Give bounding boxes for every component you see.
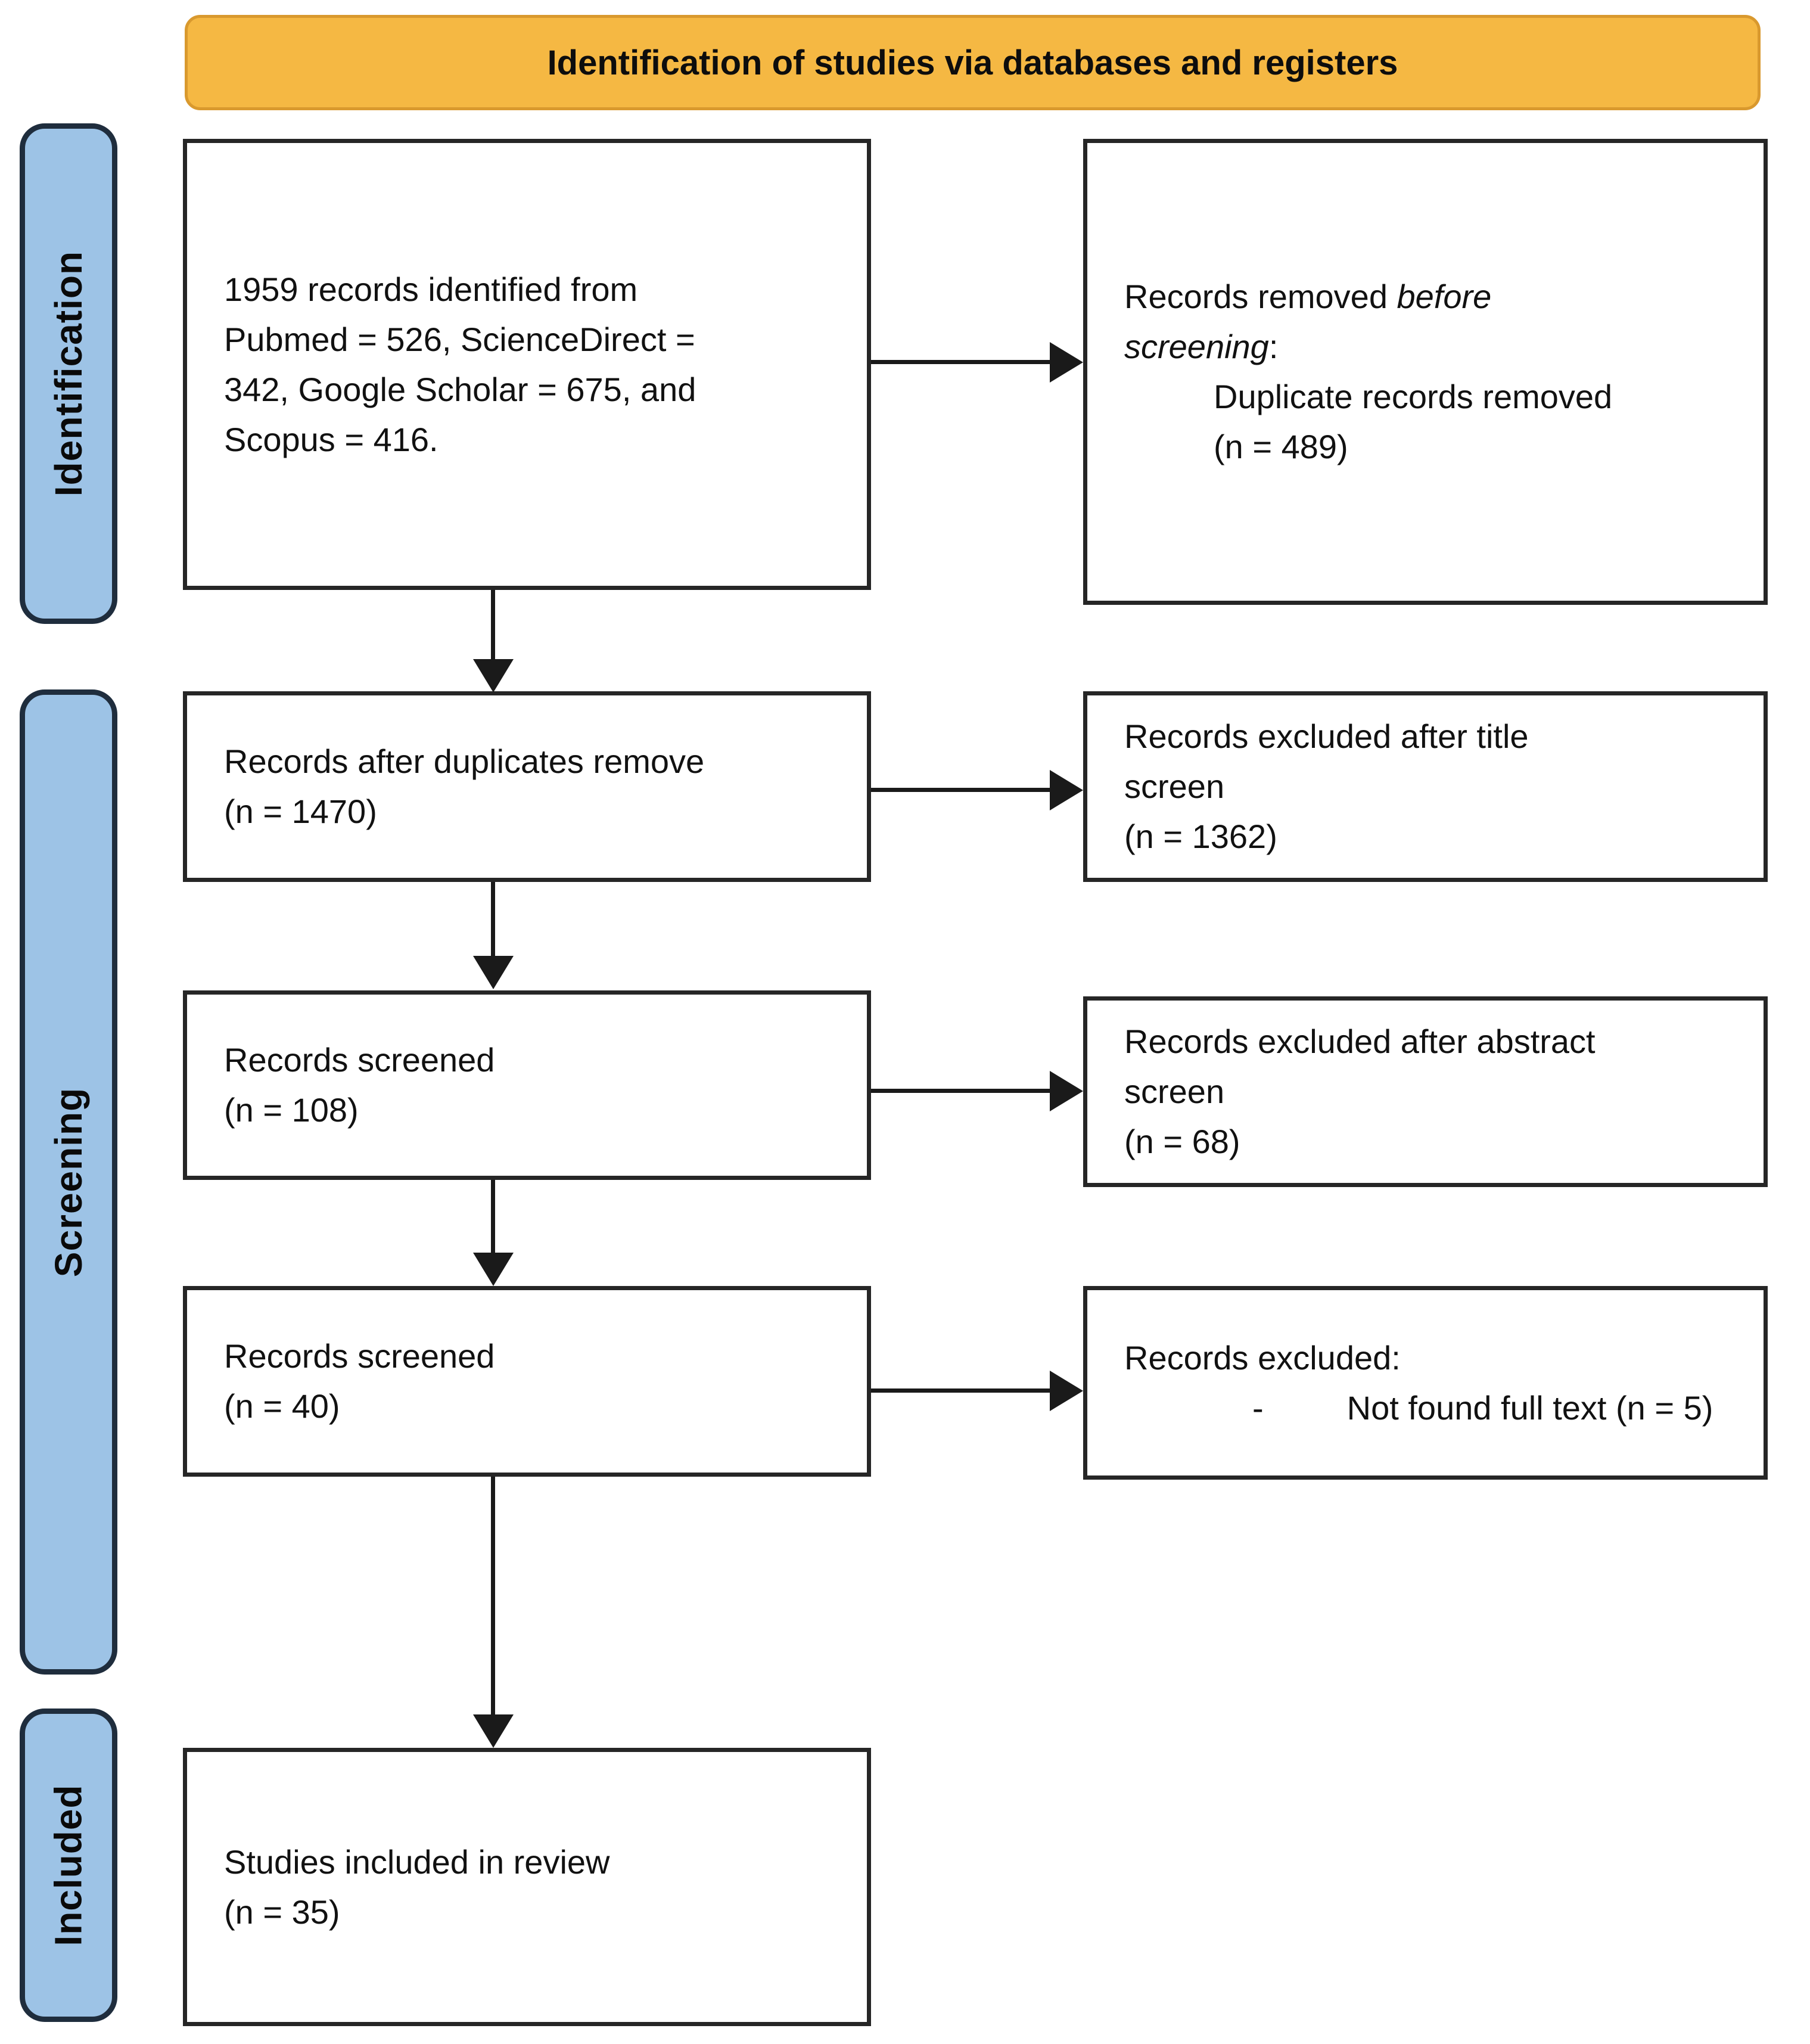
flow-arrow-down-3-head-icon xyxy=(473,1253,514,1286)
box-records-screened-108: Records screened (n = 108) xyxy=(183,990,871,1180)
box-records-screened-40-text: Records screened (n = 40) xyxy=(224,1337,495,1425)
box-records-removed-before-screening: Records removed before screening: Duplic… xyxy=(1083,139,1768,605)
flow-arrow-down-2-line xyxy=(491,882,495,958)
box-records-excluded-fulltext: Records excluded: - Not found full text … xyxy=(1083,1286,1768,1480)
box-records-screened-108-text: Records screened (n = 108) xyxy=(224,1041,495,1129)
flow-arrow-right-1-head-icon xyxy=(1050,342,1083,383)
records-excluded-heading: Records excluded: xyxy=(1124,1338,1401,1377)
records-excluded-detail: Not found full text (n = 5) xyxy=(1346,1388,1713,1427)
box-records-after-duplicates-text: Records after duplicates remove (n = 147… xyxy=(224,743,705,830)
flow-arrow-down-1-head-icon xyxy=(473,659,514,692)
duplicate-records-removed-text: Duplicate records removed (n = 489) xyxy=(1214,378,1613,465)
box-records-after-duplicates: Records after duplicates remove (n = 147… xyxy=(183,691,871,882)
flow-arrow-down-2-head-icon xyxy=(473,956,514,989)
flow-arrow-right-1-line xyxy=(871,360,1051,364)
title-banner: Identification of studies via databases … xyxy=(185,15,1761,110)
box-studies-included: Studies included in review (n = 35) xyxy=(183,1748,871,2026)
title-banner-text: Identification of studies via databases … xyxy=(547,43,1398,82)
records-excluded-bullet-row: - Not found full text (n = 5) xyxy=(1124,1383,1737,1433)
box-records-excluded-title-screen: Records excluded after title screen (n =… xyxy=(1083,691,1768,882)
stage-label-identification-text: Identification xyxy=(47,250,90,497)
flow-arrow-right-4-line xyxy=(871,1388,1051,1393)
flow-arrow-right-4-head-icon xyxy=(1050,1371,1083,1411)
stage-label-screening: Screening xyxy=(20,689,117,1675)
stage-label-included: Included xyxy=(20,1708,117,2022)
flow-arrow-right-3-head-icon xyxy=(1050,1071,1083,1111)
box-records-excluded-abstract-screen-text: Records excluded after abstract screen (… xyxy=(1124,1023,1596,1160)
records-removed-italic: before screening xyxy=(1124,278,1492,365)
box-records-identified-text: 1959 records identified from Pubmed = 52… xyxy=(224,270,696,458)
records-removed-intro: Records removed xyxy=(1124,278,1397,315)
bullet-dash: - xyxy=(1252,1388,1264,1427)
flow-arrow-down-3-line xyxy=(491,1180,495,1255)
stage-label-included-text: Included xyxy=(47,1784,90,1946)
box-records-screened-40: Records screened (n = 40) xyxy=(183,1286,871,1477)
flow-arrow-right-3-line xyxy=(871,1089,1051,1093)
flow-arrow-right-2-head-icon xyxy=(1050,770,1083,810)
stage-label-screening-text: Screening xyxy=(47,1087,90,1277)
records-removed-colon: : xyxy=(1268,328,1279,365)
flow-arrow-right-2-line xyxy=(871,788,1051,792)
box-records-excluded-title-screen-text: Records excluded after title screen (n =… xyxy=(1124,717,1529,855)
stage-label-identification: Identification xyxy=(20,123,117,624)
records-removed-heading: Records removed before screening: xyxy=(1124,272,1589,372)
flow-arrow-down-1-line xyxy=(491,590,495,661)
flow-arrow-down-4-head-icon xyxy=(473,1714,514,1748)
box-records-excluded-abstract-screen: Records excluded after abstract screen (… xyxy=(1083,996,1768,1187)
box-records-identified: 1959 records identified from Pubmed = 52… xyxy=(183,139,871,590)
box-studies-included-text: Studies included in review (n = 35) xyxy=(224,1843,610,1931)
flow-arrow-down-4-line xyxy=(491,1477,495,1717)
